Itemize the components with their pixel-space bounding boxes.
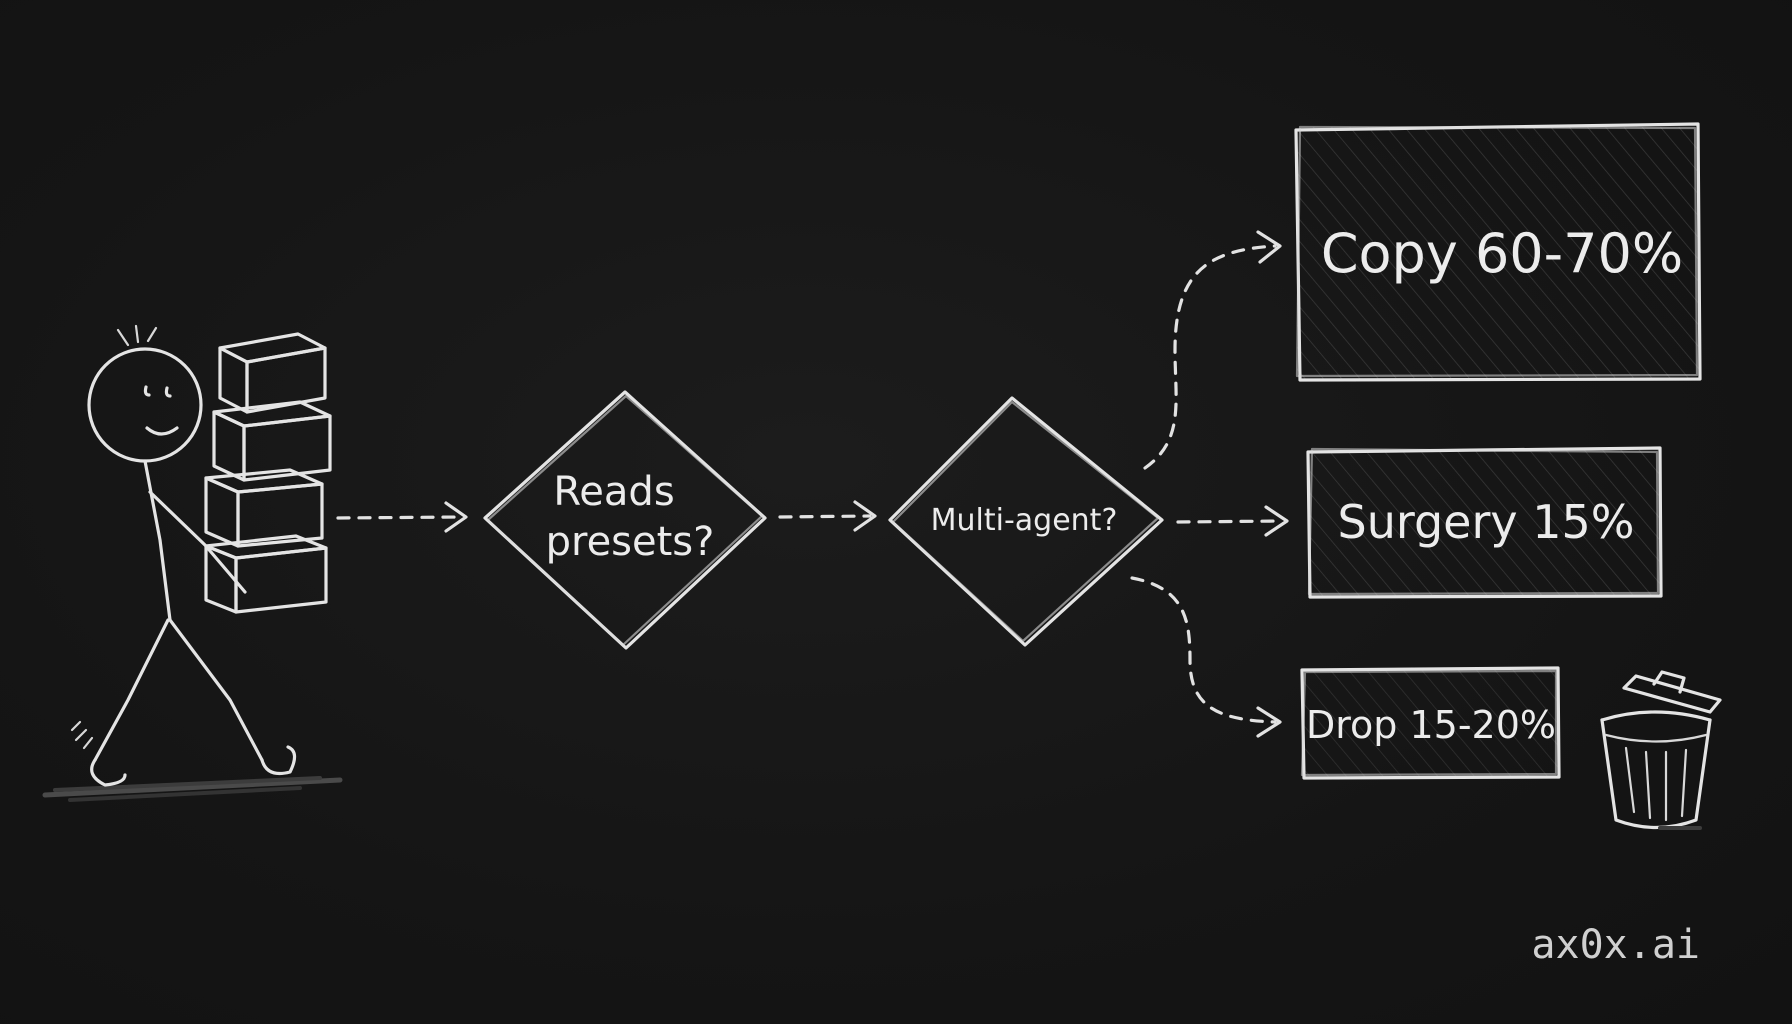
decision2-label: Multi-agent?: [931, 503, 1118, 538]
arrow-to-decision2: [778, 500, 877, 532]
stick-figure-icon: [70, 324, 297, 787]
outcome-copy-label: Copy 60-70%: [1321, 222, 1683, 285]
decision1-line1: Reads: [553, 469, 674, 515]
outcome-drop-label: Drop 15-20%: [1306, 703, 1556, 747]
arrow-to-copy: [1143, 230, 1282, 470]
ground-scribble: [42, 776, 343, 802]
stacked-boxes-icon: [204, 332, 332, 614]
decision1-line2: presets?: [546, 519, 715, 565]
outcome-drop-box: Drop 15-20%: [1300, 666, 1561, 780]
watermark: ax0x.ai: [1531, 922, 1700, 968]
outcome-copy-box: Copy 60-70%: [1294, 122, 1702, 382]
trash-can-icon: [1600, 670, 1722, 830]
decision-reads-presets: Reads presets?: [483, 390, 767, 650]
arrow-to-decision1: [336, 501, 468, 533]
arrow-to-drop: [1130, 576, 1282, 738]
arrow-to-surgery: [1176, 505, 1289, 537]
decision-multi-agent: Multi-agent?: [888, 396, 1164, 647]
outcome-surgery-box: Surgery 15%: [1306, 446, 1663, 599]
outcome-surgery-label: Surgery 15%: [1338, 495, 1635, 549]
